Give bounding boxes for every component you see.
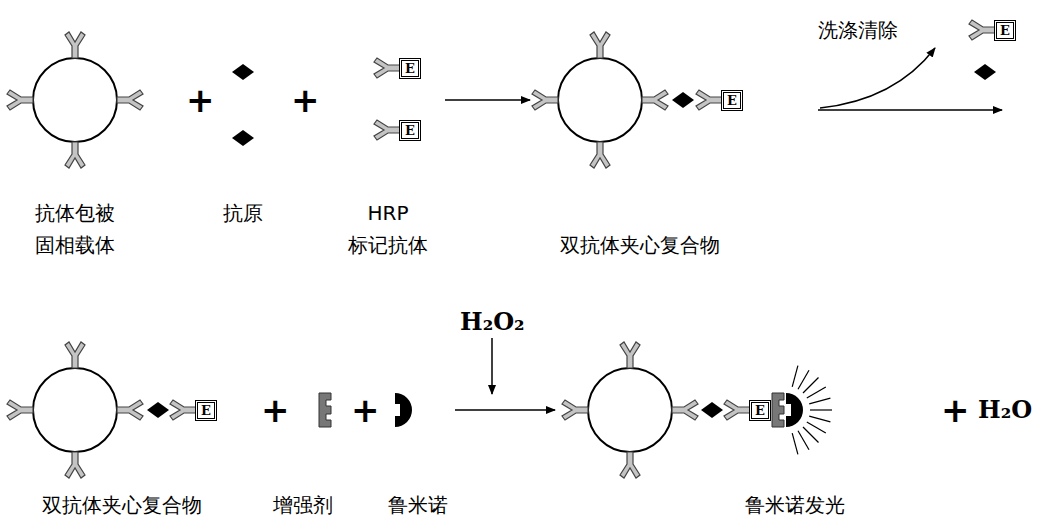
component-caption: 抗体包被 固相载体 xyxy=(25,197,125,261)
antibody xyxy=(590,142,610,168)
antibody xyxy=(65,142,85,168)
antibody xyxy=(620,342,640,368)
enzyme-letter: E xyxy=(405,61,415,76)
product-formula: H₂O xyxy=(978,398,1032,422)
antibody xyxy=(170,400,196,420)
hrp-enzyme-box: E xyxy=(195,400,217,421)
luminol xyxy=(786,393,803,427)
hrp-enzyme-box: E xyxy=(994,20,1016,41)
enzyme-letter: E xyxy=(1000,23,1010,38)
enzyme-letter: E xyxy=(201,403,211,418)
enzyme-letter: E xyxy=(755,403,765,418)
enzyme-letter: E xyxy=(727,93,737,108)
antigen xyxy=(974,64,996,80)
component-caption: 增强剂 xyxy=(273,489,333,521)
antibody xyxy=(117,90,143,110)
reagent-arrow xyxy=(491,338,493,394)
hrp-enzyme-box: E xyxy=(721,90,743,111)
reaction-arrow xyxy=(455,409,555,411)
antibody xyxy=(724,400,750,420)
hrp-enzyme-box: E xyxy=(399,120,421,141)
antibody xyxy=(117,400,143,420)
antigen xyxy=(232,130,254,146)
component-caption: HRP 标记抗体 xyxy=(338,197,438,261)
antibody xyxy=(65,452,85,478)
component-caption: 双抗体夹心复合物 xyxy=(560,229,720,261)
antibody xyxy=(696,90,722,110)
solid-carrier xyxy=(588,368,672,452)
reaction-arrow xyxy=(445,99,530,101)
antibody xyxy=(620,452,640,478)
enzyme-letter: E xyxy=(405,123,415,138)
plus-sign: + xyxy=(186,83,215,117)
antibody xyxy=(65,32,85,58)
antigen xyxy=(147,402,169,418)
plus-sign: + xyxy=(261,393,290,427)
component-caption: 双抗体夹心复合物 xyxy=(42,489,202,521)
antibody xyxy=(562,400,588,420)
antigen xyxy=(672,92,694,108)
antibody xyxy=(642,90,668,110)
solid-carrier xyxy=(558,58,642,142)
hrp-enzyme-box: E xyxy=(399,58,421,79)
antibody xyxy=(374,58,400,78)
plus-sign: + xyxy=(351,393,380,427)
reaction-arrow xyxy=(818,109,1002,111)
antibody xyxy=(969,20,995,40)
reagent-formula: H₂O₂ xyxy=(460,310,525,334)
enhancer xyxy=(772,393,784,427)
antibody xyxy=(590,32,610,58)
solid-carrier xyxy=(33,58,117,142)
plus-sign: + xyxy=(941,393,970,427)
enhancer xyxy=(319,393,331,427)
luminol xyxy=(395,393,412,427)
solid-carrier xyxy=(33,368,117,452)
antibody xyxy=(532,90,558,110)
antibody xyxy=(374,120,400,140)
component-caption: 抗原 xyxy=(223,197,263,229)
hrp-enzyme-box: E xyxy=(749,400,771,421)
antibody xyxy=(65,342,85,368)
antibody xyxy=(672,400,698,420)
antibody xyxy=(7,90,33,110)
antigen xyxy=(701,402,723,418)
antigen xyxy=(232,64,254,80)
plus-sign: + xyxy=(291,83,320,117)
antibody xyxy=(7,400,33,420)
wash-arrow xyxy=(820,48,935,108)
light-rays xyxy=(792,366,832,455)
component-caption: 鲁米诺发光 xyxy=(745,489,845,521)
component-caption: 鲁米诺 xyxy=(388,489,448,521)
step-note: 洗涤清除 xyxy=(818,14,898,46)
